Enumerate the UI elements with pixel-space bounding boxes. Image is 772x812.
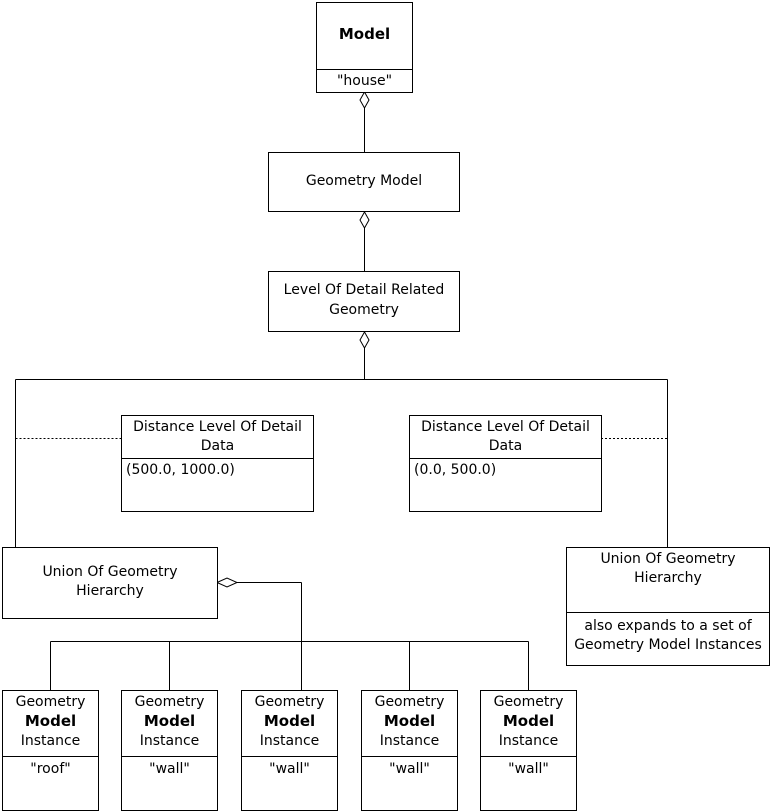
instance-3-line1: Geometry <box>254 694 325 710</box>
instance-1-value: "roof" <box>30 761 71 777</box>
instance-3-divider <box>242 756 337 757</box>
union-left-line1: Union Of Geometry <box>42 564 178 580</box>
distance-lod-data-left-box: Distance Level Of Detail Data (500.0, 10… <box>121 415 314 512</box>
instance-1-divider <box>3 756 98 757</box>
instance-4-line1: Geometry <box>374 694 445 710</box>
distance-lod-right-line1: Distance Level Of Detail <box>421 419 590 435</box>
lod-related-geometry-box: Level Of Detail Related Geometry <box>268 271 460 332</box>
instance-4-line2: Model <box>383 712 436 730</box>
instance-5-line2: Model <box>502 712 555 730</box>
instance-1-line3: Instance <box>20 733 81 749</box>
union-geometry-hierarchy-right-box: Union Of Geometry Hierarchy also expands… <box>566 547 770 666</box>
instance-2-line2: Model <box>143 712 196 730</box>
geometry-model-instance-1: Geometry Model Instance "roof" <box>2 690 99 811</box>
instance-5-line3: Instance <box>498 733 559 749</box>
aggregation-diamond-geometry-model <box>359 210 370 230</box>
aggregation-diamond-union <box>215 577 239 588</box>
geometry-model-box: Geometry Model <box>268 152 460 212</box>
geometry-model-instance-5: Geometry Model Instance "wall" <box>480 690 577 811</box>
geometry-model-label: Geometry Model <box>305 173 423 189</box>
instance-2-value: "wall" <box>149 761 190 777</box>
geometry-model-instance-4: Geometry Model Instance "wall" <box>361 690 458 811</box>
instance-4-line3: Instance <box>379 733 440 749</box>
instance-3-line3: Instance <box>259 733 320 749</box>
distance-lod-left-divider <box>122 458 313 459</box>
instance-5-value: "wall" <box>508 761 549 777</box>
geometry-model-instance-3: Geometry Model Instance "wall" <box>241 690 338 811</box>
union-right-line2: Hierarchy <box>634 570 702 586</box>
model-divider <box>317 69 412 70</box>
instance-5-divider <box>481 756 576 757</box>
model-box: Model "house" <box>316 2 413 93</box>
distance-lod-right-line2: Data <box>488 438 523 454</box>
distance-lod-right-value: (0.0, 500.0) <box>414 462 497 478</box>
union-right-line1: Union Of Geometry <box>600 551 736 567</box>
model-title: Model <box>338 25 391 43</box>
union-right-note2: Geometry Model Instances <box>574 637 762 653</box>
union-geometry-hierarchy-left-box: Union Of Geometry Hierarchy <box>2 547 218 619</box>
union-right-divider <box>567 612 769 613</box>
instance-3-line2: Model <box>263 712 316 730</box>
aggregation-diamond-model <box>359 90 370 110</box>
union-right-note1: also expands to a set of <box>584 618 752 634</box>
instance-1-line1: Geometry <box>15 694 86 710</box>
instance-2-divider <box>122 756 217 757</box>
instance-4-value: "wall" <box>389 761 430 777</box>
lod-related-line2: Geometry <box>329 302 399 318</box>
distance-lod-left-line2: Data <box>200 438 235 454</box>
distance-lod-left-value: (500.0, 1000.0) <box>126 462 235 478</box>
lod-related-line1: Level Of Detail Related <box>283 282 445 298</box>
instance-2-line3: Instance <box>139 733 200 749</box>
model-value: "house" <box>336 73 393 89</box>
instance-3-value: "wall" <box>269 761 310 777</box>
union-left-line2: Hierarchy <box>76 583 144 599</box>
instance-2-line1: Geometry <box>134 694 205 710</box>
instance-4-divider <box>362 756 457 757</box>
aggregation-diamond-lod <box>359 330 370 350</box>
distance-lod-data-right-box: Distance Level Of Detail Data (0.0, 500.… <box>409 415 602 512</box>
geometry-model-instance-2: Geometry Model Instance "wall" <box>121 690 218 811</box>
instance-1-line2: Model <box>24 712 77 730</box>
distance-lod-left-line1: Distance Level Of Detail <box>133 419 302 435</box>
instance-5-line1: Geometry <box>493 694 564 710</box>
distance-lod-right-divider <box>410 458 601 459</box>
